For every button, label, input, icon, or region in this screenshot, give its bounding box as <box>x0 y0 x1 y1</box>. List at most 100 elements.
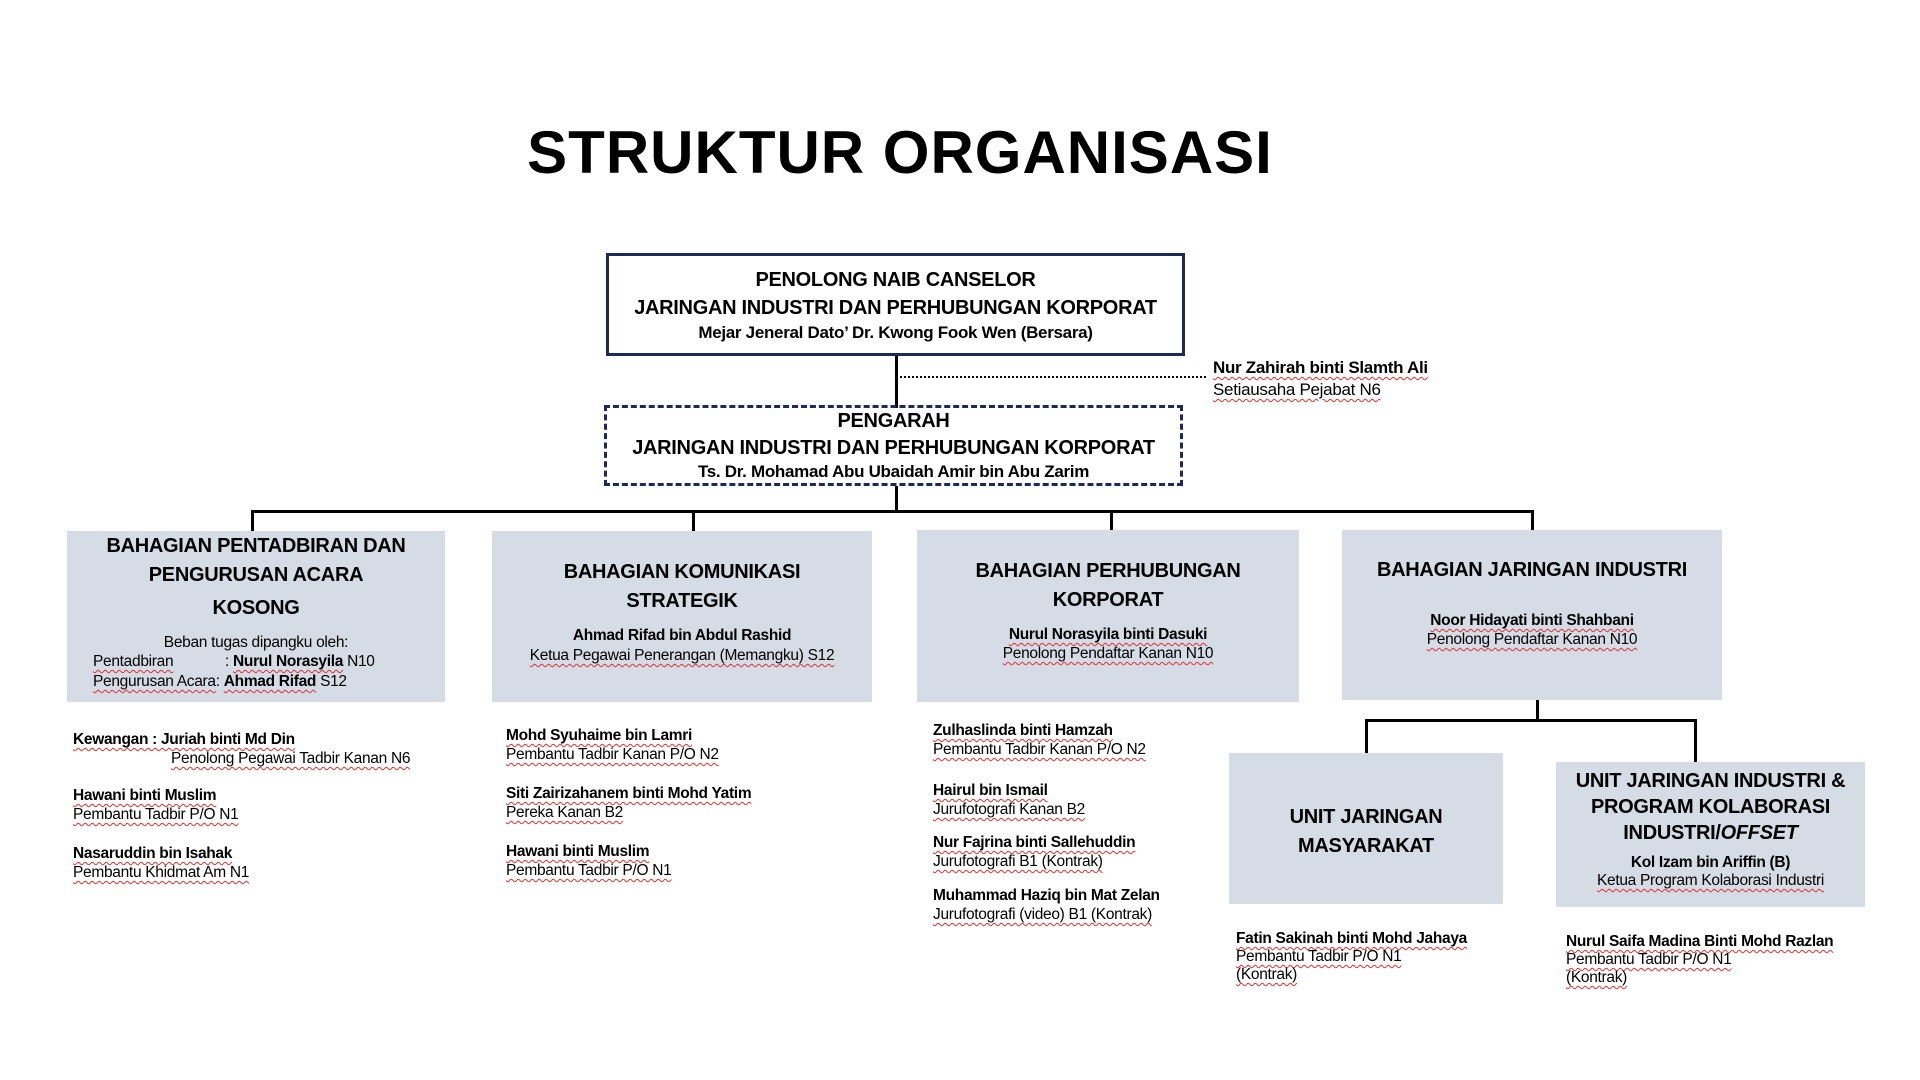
unit-title: PROGRAM KOLABORASI <box>1590 796 1831 818</box>
secretary: Nur Zahirah binti Slamth Ali Setiausaha … <box>1213 357 1428 401</box>
division-title: STRATEGIK <box>626 590 738 612</box>
staff-title: Pembantu Khidmat Am N1 <box>73 864 250 881</box>
connector <box>251 510 1534 513</box>
box-line: PENGARAH <box>837 410 950 432</box>
connector <box>1365 719 1368 754</box>
division-box-administration: BAHAGIAN PENTADBIRAN DAN PENGURUSAN ACAR… <box>67 531 445 702</box>
acting-role: Pentadbiran <box>93 653 174 670</box>
unit-box-industry-collaboration: UNIT JARINGAN INDUSTRI & PROGRAM KOLABOR… <box>1556 762 1865 907</box>
head-title: Ketua Pegawai Penerangan (Memangku) S12 <box>529 647 835 664</box>
person-name: Nur Zahirah binti Slamth Ali <box>1213 358 1428 377</box>
list-item: Nur Fajrina binti Sallehuddin Jurufotogr… <box>933 833 1160 871</box>
staff-title: Jurufotografi Kanan B2 <box>933 801 1085 818</box>
head-title: Penolong Pendaftar Kanan N10 <box>1002 645 1214 662</box>
staff-list-administration: Kewangan : Juriah binti Md Din Penolong … <box>73 730 410 902</box>
grade: N10 <box>343 653 375 670</box>
staff-title: Pembantu Tadbir P/O N1 <box>1566 951 1732 968</box>
head-name: Ahmad Rifad bin Abdul Rashid <box>572 627 792 644</box>
staff-title: Pembantu Tadbir Kanan P/O N2 <box>933 741 1146 758</box>
person-name: Nurul Norasyila <box>233 653 344 670</box>
head-title: Penolong Pendaftar Kanan N10 <box>1426 631 1638 648</box>
unit-title: MASYARAKAT <box>1298 835 1434 857</box>
separator: : <box>215 673 224 690</box>
acting-role: Pengurusan Acara <box>93 673 216 690</box>
staff-name: Muhammad Haziq bin Mat Zelan <box>933 887 1160 904</box>
staff-name: Nasaruddin bin Isahak <box>73 845 233 862</box>
staff-title: Jurufotografi (video) B1 (Kontrak) <box>933 906 1152 923</box>
staff-name: Hawani binti Muslim <box>506 843 650 860</box>
staff-name: Hawani binti Muslim <box>73 787 217 804</box>
page-title: STRUKTUR ORGANISASI <box>527 119 1273 186</box>
acting-row: Pengurusan Acara: Ahmad Rifad S12 <box>67 672 445 692</box>
unit-box-community: UNIT JARINGAN MASYARAKAT <box>1229 753 1503 904</box>
separator: : <box>225 653 234 670</box>
staff-note: (Kontrak) <box>1236 966 1298 983</box>
connector <box>1694 719 1697 762</box>
staff-title: Pembantu Tadbir P/O N1 <box>506 862 672 879</box>
head-name: Noor Hidayati binti Shahbani <box>1430 612 1634 629</box>
list-item: Mohd Syuhaime bin Lamri Pembantu Tadbir … <box>506 726 751 764</box>
person-title: Setiausaha Pejabat N6 <box>1213 380 1381 399</box>
division-title: PENGURUSAN ACARA <box>148 564 364 586</box>
connector <box>1110 510 1113 532</box>
box-line: JARINGAN INDUSTRI DAN PERHUBUNGAN KORPOR… <box>634 297 1157 319</box>
staff-list-communication: Mohd Syuhaime bin Lamri Pembantu Tadbir … <box>506 726 752 900</box>
person-name: Ahmad Rifad <box>223 673 317 690</box>
division-box-corporate-relations: BAHAGIAN PERHUBUNGAN KORPORAT Nurul Nora… <box>917 530 1299 702</box>
staff-title: Pereka Kanan B2 <box>506 804 624 821</box>
division-box-industry-network: BAHAGIAN JARINGAN INDUSTRI Noor Hidayati… <box>1342 530 1722 700</box>
division-title: BAHAGIAN PERHUBUNGAN <box>975 560 1241 582</box>
list-item: Muhammad Haziq bin Mat Zelan Jurufotogra… <box>933 886 1160 924</box>
person-name: Mejar Jeneral Dato’ Dr. Kwong Fook Wen (… <box>698 323 1093 342</box>
staff-name: Kewangan : Juriah binti Md Din <box>73 731 295 748</box>
staff-name: Nur Fajrina binti Sallehuddin <box>933 834 1136 851</box>
division-box-communication: BAHAGIAN KOMUNIKASI STRATEGIK Ahmad Rifa… <box>492 531 872 702</box>
connector <box>1365 719 1697 722</box>
division-title: KORPORAT <box>1052 589 1164 611</box>
deputy-vice-chancellor-box: PENOLONG NAIB CANSELOR JARINGAN INDUSTRI… <box>606 253 1185 356</box>
list-item: Hawani binti Muslim Pembantu Tadbir P/O … <box>506 842 751 880</box>
division-title: BAHAGIAN PENTADBIRAN DAN <box>106 535 406 557</box>
head-name: Kol Izam bin Ariffin (B) <box>1630 854 1791 871</box>
staff-list-collaboration-unit: Nurul Saifa Madina Binti Mohd Razlan Pem… <box>1566 933 1834 987</box>
dotted-connector <box>900 376 1206 378</box>
staff-note: (Kontrak) <box>1566 969 1628 986</box>
unit-title-italic: OFFSET <box>1720 822 1798 844</box>
list-item: Kewangan : Juriah binti Md Din Penolong … <box>73 730 410 768</box>
acting-label: Beban tugas dipangku oleh: <box>163 634 349 651</box>
staff-title: Penolong Pegawai Tadbir Kanan N6 <box>171 750 411 767</box>
head-title: Ketua Program Kolaborasi Industri <box>1596 872 1825 889</box>
staff-name: Nurul Saifa Madina Binti Mohd Razlan <box>1566 933 1834 950</box>
head-name: Nurul Norasyila binti Dasuki <box>1008 626 1208 643</box>
connector <box>1536 700 1539 722</box>
connector <box>692 510 695 532</box>
acting-row: Pentadbiran: Nurul Norasyila N10 <box>67 652 445 672</box>
staff-title: Jurufotografi B1 (Kontrak) <box>933 853 1103 870</box>
unit-title-part: INDUSTRI/ <box>1623 822 1721 844</box>
staff-name: Mohd Syuhaime bin Lamri <box>506 727 693 744</box>
staff-list-corporate-relations: Zulhaslinda binti Hamzah Pembantu Tadbir… <box>933 721 1160 944</box>
staff-name: Fatin Sakinah binti Mohd Jahaya <box>1236 930 1467 947</box>
grade: S12 <box>316 673 347 690</box>
staff-title: Pembantu Tadbir Kanan P/O N2 <box>506 746 719 763</box>
person-name: Ts. Dr. Mohamad Abu Ubaidah Amir bin Abu… <box>697 462 1090 481</box>
connector <box>251 510 254 532</box>
staff-list-community-unit: Fatin Sakinah binti Mohd Jahaya Pembantu… <box>1236 930 1467 984</box>
director-box: PENGARAH JARINGAN INDUSTRI DAN PERHUBUNG… <box>604 405 1183 486</box>
unit-title: UNIT JARINGAN INDUSTRI & <box>1575 770 1846 792</box>
list-item: Hawani binti Muslim Pembantu Tadbir P/O … <box>73 786 410 824</box>
staff-name: Zulhaslinda binti Hamzah <box>933 722 1113 739</box>
box-line: JARINGAN INDUSTRI DAN PERHUBUNGAN KORPOR… <box>632 437 1155 459</box>
vacant-status: KOSONG <box>212 597 300 619</box>
unit-title: INDUSTRI/OFFSET <box>1556 820 1865 846</box>
division-title: BAHAGIAN JARINGAN INDUSTRI <box>1377 559 1687 581</box>
staff-name: Hairul bin Ismail <box>933 782 1048 799</box>
list-item: Siti Zairizahanem binti Mohd Yatim Perek… <box>506 784 752 822</box>
connector <box>895 356 898 408</box>
box-line: PENOLONG NAIB CANSELOR <box>755 269 1036 291</box>
staff-title: Pembantu Tadbir P/O N1 <box>1236 948 1402 965</box>
division-title: BAHAGIAN KOMUNIKASI <box>563 561 801 583</box>
list-item: Zulhaslinda binti Hamzah Pembantu Tadbir… <box>933 721 1160 759</box>
unit-title: UNIT JARINGAN <box>1289 806 1443 828</box>
staff-name: Siti Zairizahanem binti Mohd Yatim <box>506 785 752 802</box>
